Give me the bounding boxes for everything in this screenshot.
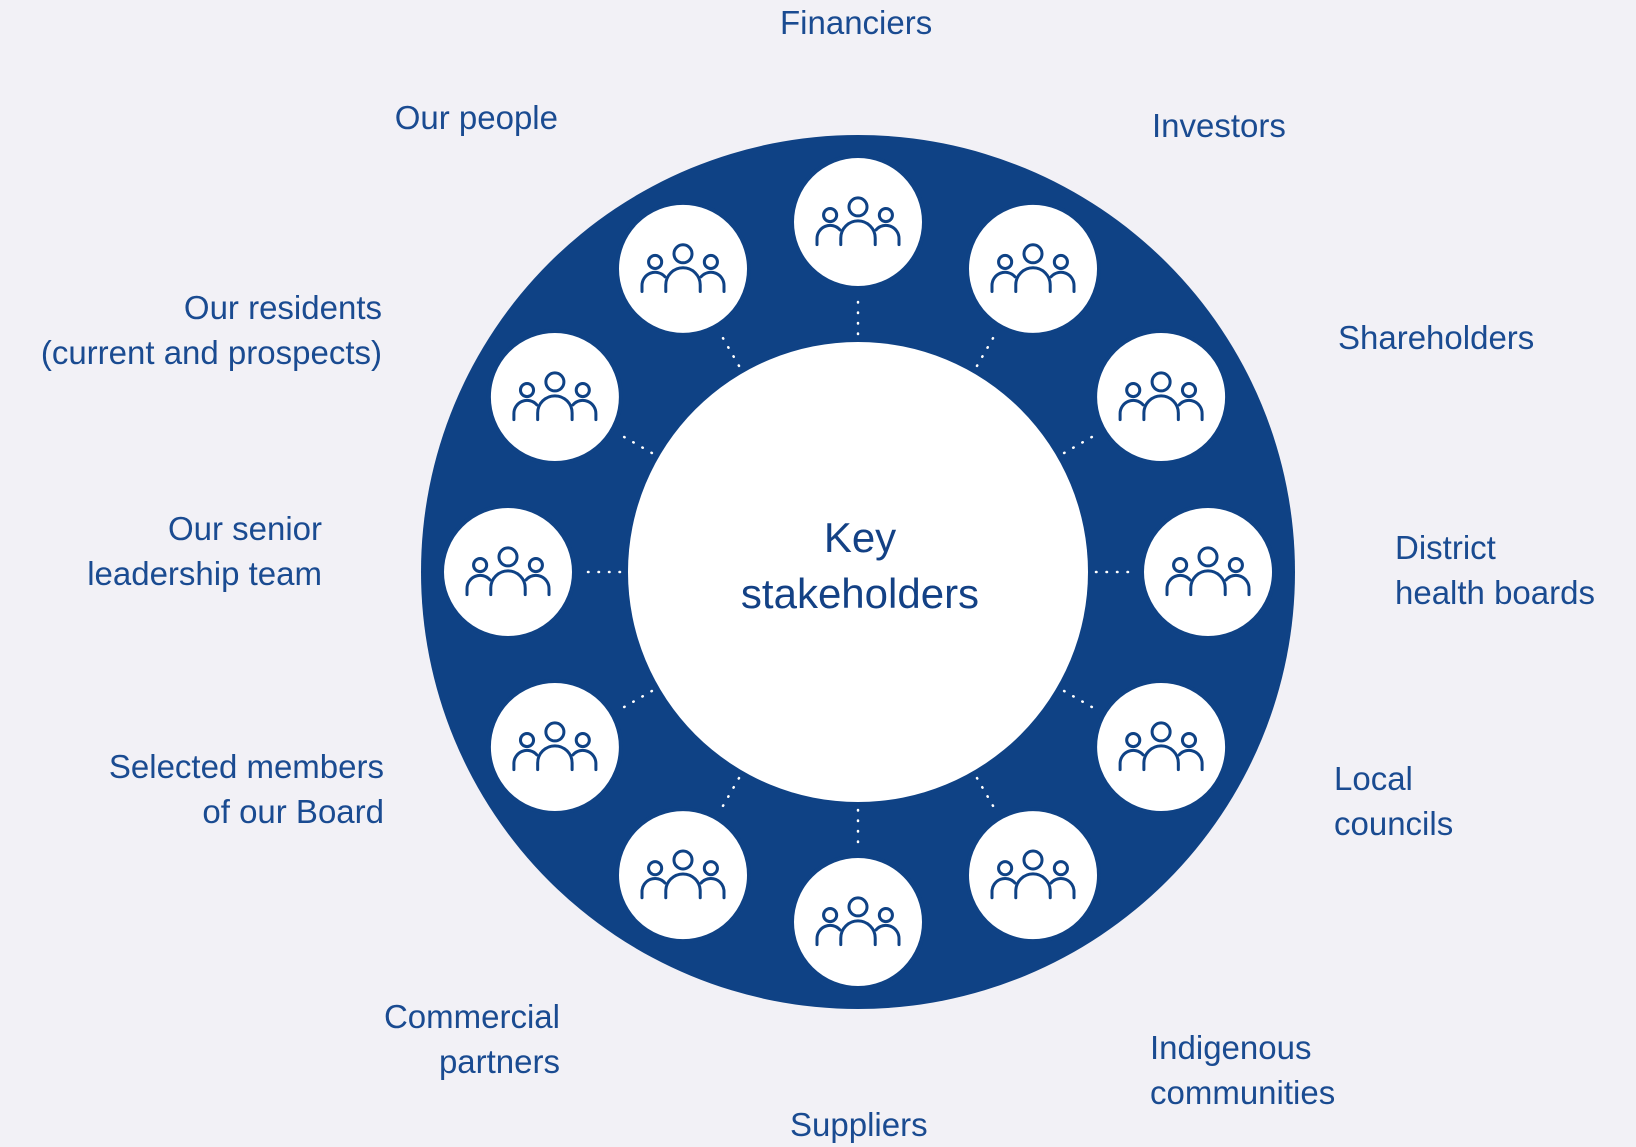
label-line: Local — [1334, 760, 1413, 797]
people-group-icon — [990, 849, 1076, 900]
label-local-councils: Local councils — [1334, 756, 1453, 846]
node-financiers — [790, 154, 926, 290]
label-our-residents: Our residents (current and prospects) — [41, 285, 382, 375]
connector-selected-board-members — [617, 689, 654, 712]
label-line: Our senior — [167, 510, 322, 547]
people-group-icon — [815, 896, 901, 947]
label-line: leadership team — [87, 555, 322, 592]
label-commercial-partners: Commercial partners — [384, 994, 560, 1084]
label-line: partners — [438, 1043, 560, 1080]
label-investors: Investors — [1152, 103, 1286, 148]
node-district-health-boards — [1140, 504, 1276, 640]
node-suppliers — [790, 854, 926, 990]
node-selected-board-members — [486, 679, 623, 815]
node-investors — [965, 200, 1101, 337]
connector-investors — [975, 331, 998, 368]
stakeholder-nodes — [440, 154, 1276, 990]
label-line: Shareholders — [1338, 319, 1535, 356]
label-our-people: Our people — [395, 95, 558, 140]
people-group-icon — [815, 196, 901, 247]
label-line: councils — [1334, 805, 1454, 842]
label-line: Suppliers — [790, 1106, 928, 1143]
node-shareholders — [1093, 329, 1230, 465]
label-indigenous-communities: Indigenous communities — [1150, 1025, 1335, 1115]
people-group-icon — [640, 849, 726, 900]
center-title-line-1: Key — [823, 514, 897, 561]
people-group-icon — [512, 721, 598, 772]
people-group-icon — [990, 243, 1076, 293]
label-line: Selected members — [108, 748, 384, 785]
label-district-health-boards: District health boards — [1395, 525, 1595, 615]
people-group-icon — [512, 371, 598, 422]
label-line: Our residents — [183, 289, 382, 326]
connector-local-councils — [1062, 689, 1099, 712]
connector-commercial-partners — [718, 776, 741, 813]
label-line: Our people — [394, 99, 558, 136]
connectors — [580, 294, 1136, 850]
label-financiers: Financiers — [780, 0, 932, 45]
label-line: Indigenous — [1150, 1029, 1312, 1066]
label-shareholders: Shareholders — [1338, 315, 1534, 360]
label-line: communities — [1150, 1074, 1336, 1111]
connector-our-residents — [617, 432, 654, 455]
label-line: health boards — [1395, 574, 1595, 611]
label-senior-leadership-team: Our senior leadership team — [87, 506, 322, 596]
label-suppliers: Suppliers — [790, 1102, 928, 1147]
label-line: Investors — [1152, 107, 1286, 144]
center-title-line-2: stakeholders — [740, 570, 980, 617]
people-group-icon — [1118, 721, 1204, 772]
people-group-icon — [465, 546, 551, 597]
people-group-icon — [1165, 546, 1251, 597]
node-commercial-partners — [615, 807, 751, 944]
label-line: Commercial — [383, 998, 560, 1035]
label-line: of our Board — [202, 793, 384, 830]
center-circle — [628, 342, 1088, 802]
label-line: District — [1395, 529, 1496, 566]
node-our-people — [615, 200, 751, 337]
people-group-icon — [1118, 371, 1204, 422]
node-indigenous-communities — [965, 807, 1101, 944]
connector-indigenous-communities — [975, 776, 998, 813]
node-senior-leadership-team — [440, 504, 576, 640]
label-selected-board-members: Selected members of our Board — [109, 744, 384, 834]
connector-our-people — [718, 331, 741, 368]
connector-shareholders — [1062, 432, 1099, 455]
node-our-residents — [486, 329, 623, 465]
people-group-icon — [640, 243, 726, 293]
label-line: (current and prospects) — [40, 334, 382, 371]
label-line: Financiers — [780, 4, 933, 41]
center-title: Key stakeholders — [640, 510, 1080, 622]
node-local-councils — [1093, 679, 1230, 815]
